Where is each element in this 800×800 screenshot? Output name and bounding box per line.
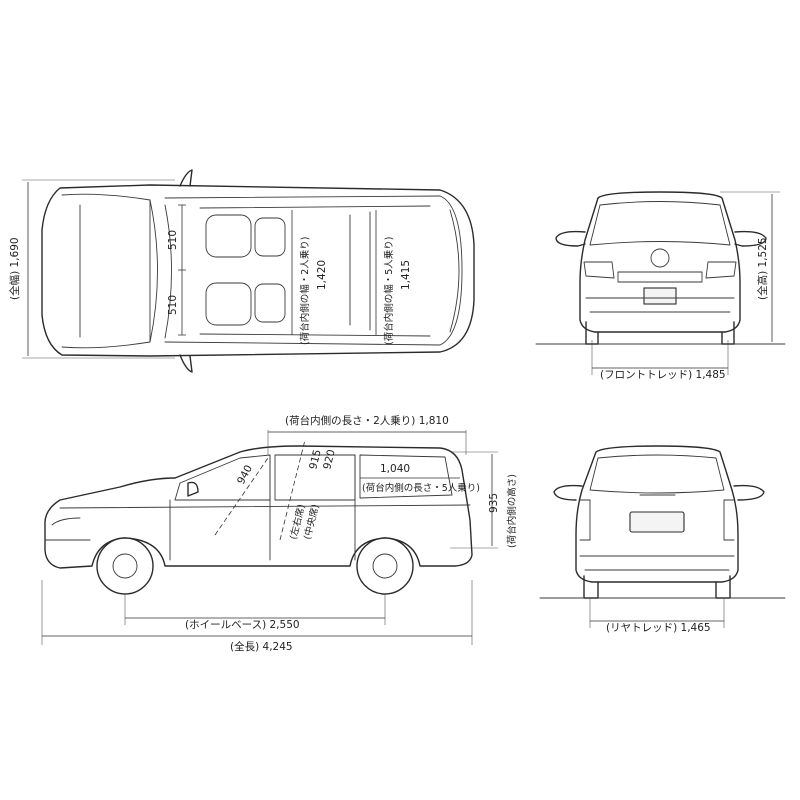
side-view-1040-value: 1,040 [380, 463, 410, 475]
top-view-mirror-lower [179, 354, 193, 373]
side-view-1810-label: (荷台内側の長さ・2人乗り) 1,810 [285, 414, 449, 427]
front-view-body [579, 191, 741, 333]
front-view-emblem [650, 248, 670, 268]
side-view-length-ext [41, 580, 473, 645]
top-view-seat-front-label: 510 [167, 230, 179, 250]
front-view-windshield [589, 201, 731, 246]
top-view-width-label: (全幅) 1,690 [8, 237, 21, 300]
top-view-roof-rail-lower [199, 333, 431, 337]
top-view-front-seatback-left [254, 217, 286, 257]
top-view-front-seatback-right [254, 283, 286, 323]
side-view-beltline [59, 504, 471, 509]
top-view: (全幅) 1,690 510 510 (荷台内側の幅・2人乗り) 1,420 (… [8, 169, 475, 373]
front-view-bumper [585, 297, 735, 313]
top-view-width-5p-label: (荷台内側の幅・5人乗り) [383, 237, 395, 345]
front-view-plate [643, 287, 677, 305]
side-view-lr-seat-value: 915 [307, 448, 323, 470]
top-view-roof [164, 195, 463, 346]
side-view-seat-dim [279, 439, 306, 541]
rear-view-taillights [579, 499, 735, 541]
side-view-wheelbase-label: (ホイールベース) 2,550 [185, 619, 300, 631]
rear-view-body [575, 445, 739, 583]
rear-view-plate-area [629, 511, 685, 533]
front-view-mirror-right [734, 230, 767, 247]
front-view-tires [585, 321, 735, 345]
front-view-tread-ext [591, 340, 729, 375]
rear-view: (リヤトレッド) 1,465 [539, 445, 786, 634]
front-view-height-label: (全高) 1,525 [756, 237, 769, 300]
side-view-940-label: 940 [235, 463, 255, 486]
rear-view-tread-label: (リヤトレッド) 1,465 [606, 622, 711, 634]
rear-view-mirror-right [733, 484, 765, 501]
rear-view-glass [589, 454, 725, 494]
side-view-front-hub [112, 553, 138, 579]
side-view-front-wheel [96, 537, 154, 595]
side-view-front-bumper [44, 517, 91, 541]
top-view-seat-dim [178, 204, 186, 336]
rear-view-mirror-left [553, 484, 583, 501]
top-view-hood [61, 193, 151, 349]
top-view-seat-rear-label: 510 [167, 295, 179, 315]
front-view-grille [617, 271, 703, 283]
top-view-body-outline [41, 184, 475, 357]
side-view-935-ext [450, 451, 498, 549]
side-view-935-label: (荷台内側の高さ) [506, 474, 518, 548]
rear-view-tires [583, 575, 731, 599]
rear-view-tread-ext [589, 598, 725, 628]
top-view-width-2p-value: 1,420 [316, 260, 328, 290]
top-view-width-ext [22, 179, 175, 359]
side-view-1040-label: (荷台内側の長さ・5人乗り) [362, 482, 480, 494]
rear-view-bumper [579, 555, 735, 571]
side-view-935-value: 935 [488, 493, 500, 513]
side-view-wheelbase-ext [124, 595, 386, 625]
side-view-1810-ext [267, 430, 467, 455]
side-view-door-lines [169, 454, 356, 561]
front-view: (全高) 1,525 (フロントトレッド) 1,485 [535, 191, 786, 381]
side-view: 940 (左右席) 915 (中央席) 920 (荷台内側の長さ・2人乗り) 1… [41, 414, 518, 653]
top-view-front-seat-right [205, 282, 252, 326]
side-view-length-label: (全長) 4,245 [230, 640, 293, 653]
top-view-width-2p-label: (荷台内側の幅・2人乗り) [299, 237, 311, 345]
top-view-mirror-upper [179, 169, 193, 187]
top-view-front-seat-left [205, 214, 252, 258]
top-view-width-5p-value: 1,415 [400, 260, 412, 290]
front-view-tread-label: (フロントトレッド) 1,485 [600, 369, 726, 381]
side-view-mirror [187, 481, 199, 497]
front-view-headlights [583, 261, 737, 279]
side-view-rear-hub [372, 553, 398, 579]
side-view-center-seat-value: 920 [321, 448, 337, 470]
top-view-rear-glass [449, 209, 460, 333]
top-view-roof-rail-upper [199, 205, 431, 209]
top-view-windshield [149, 199, 172, 343]
side-view-rear-wheel [356, 537, 414, 595]
front-view-mirror-left [555, 230, 586, 247]
